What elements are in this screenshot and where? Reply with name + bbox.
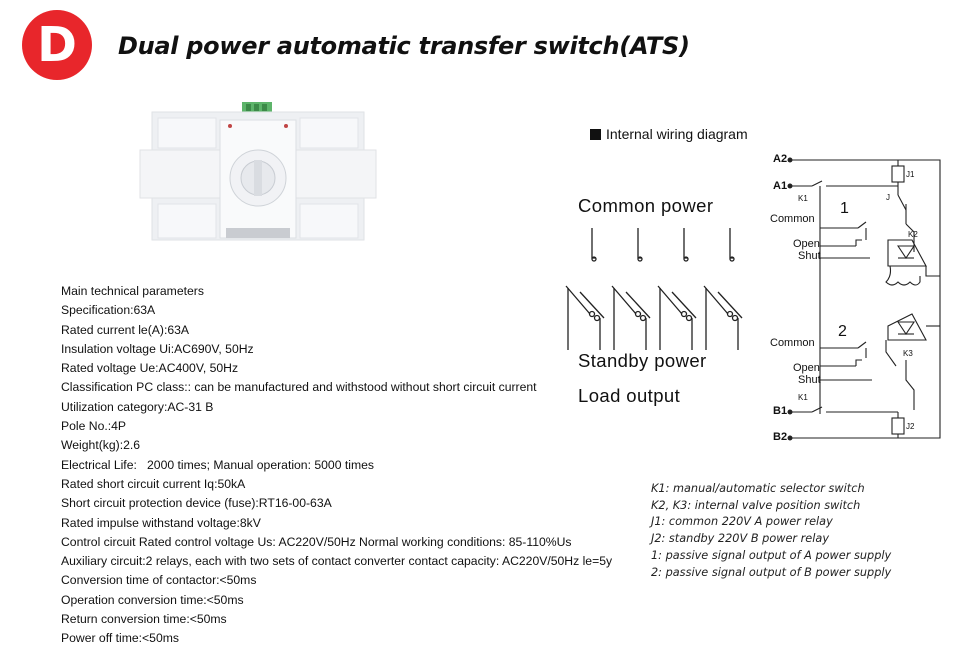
common-power-label: Common power bbox=[578, 195, 714, 216]
standby-power-label: Standby power bbox=[578, 350, 707, 371]
j-label: J bbox=[886, 193, 890, 202]
k2-label: K2 bbox=[908, 230, 918, 239]
k3-label: K3 bbox=[903, 349, 913, 358]
j1-label: J1 bbox=[906, 170, 915, 179]
shut-1-label: Shut bbox=[798, 250, 821, 262]
param-line: Rated current le(A):63A bbox=[61, 322, 190, 337]
params-heading: Main technical parameters bbox=[61, 284, 204, 298]
param-line: Operation conversion time:<50ms bbox=[61, 592, 244, 607]
common-1-label: Common bbox=[770, 213, 815, 225]
square-bullet-icon bbox=[590, 128, 601, 140]
param-line: Electrical Life: 2000 times; Manual oper… bbox=[61, 457, 374, 472]
section-badge: D bbox=[22, 10, 92, 80]
param-line: Specification:63A bbox=[61, 303, 156, 318]
page-title: Dual power automatic transfer switch(ATS… bbox=[118, 32, 690, 60]
param-line: Insulation voltage Ui:AC690V, 50Hz bbox=[61, 341, 254, 356]
legend-item: K2, K3: internal valve position switch bbox=[651, 498, 861, 512]
output-1-number: 1 bbox=[840, 200, 849, 217]
a2-terminal-label: A2 bbox=[773, 153, 788, 165]
load-output-label: Load output bbox=[578, 385, 681, 406]
shut-2-label: Shut bbox=[798, 374, 821, 386]
k1-top-label: K1 bbox=[798, 194, 808, 203]
param-line: Rated impulse withstand voltage:8kV bbox=[61, 515, 261, 530]
legend-item: K1: manual/automatic selector switch bbox=[651, 482, 865, 495]
param-line: Return conversion time:<50ms bbox=[61, 612, 227, 627]
param-line: Conversion time of contactor:<50ms bbox=[61, 573, 257, 588]
schematic-legend: K1: manual/automatic selector switch K2,… bbox=[651, 481, 891, 581]
param-line: Control circuit Rated control voltage Us… bbox=[61, 534, 572, 549]
legend-item: J1: common 220V A power relay bbox=[651, 515, 833, 529]
output-2-number: 2 bbox=[838, 323, 847, 340]
wiring-diagram-title: Internal wiring diagram bbox=[590, 126, 748, 142]
legend-item: J2: standby 220V B power relay bbox=[651, 532, 830, 546]
ats-product-image bbox=[139, 102, 377, 241]
b2-terminal-label: B2 bbox=[773, 431, 788, 443]
legend-item: 2: passive signal output of B power supp… bbox=[651, 565, 892, 579]
open-1-label: Open bbox=[793, 238, 820, 250]
param-line: Rated short circuit current Iq:50kA bbox=[61, 476, 246, 491]
param-line: Classification PC class:: can be manufac… bbox=[61, 380, 537, 395]
technical-parameters: Main technical parameters Specification:… bbox=[61, 282, 612, 649]
param-line: Power off time:<50ms bbox=[61, 631, 179, 646]
badge-letter: D bbox=[37, 17, 77, 73]
k1-bottom-label: K1 bbox=[798, 393, 808, 402]
b1-terminal-label: B1 bbox=[773, 405, 788, 417]
open-2-label: Open bbox=[793, 362, 820, 374]
legend-item: 1: passive signal output of A power supp… bbox=[651, 548, 892, 562]
j2-label: J2 bbox=[906, 422, 915, 431]
common-2-label: Common bbox=[770, 337, 815, 349]
param-line: Weight(kg):2.6 bbox=[61, 438, 141, 453]
param-line: Short circuit protection device (fuse):R… bbox=[61, 496, 332, 511]
wiring-title-text: Internal wiring diagram bbox=[606, 126, 748, 142]
param-line: Rated voltage Ue:AC400V, 50Hz bbox=[61, 361, 239, 376]
param-line: Pole No.:4P bbox=[61, 419, 127, 434]
a1-terminal-label: A1 bbox=[773, 180, 788, 192]
param-line: Utilization category:AC-31 B bbox=[61, 399, 214, 414]
param-line: Auxiliary circuit:2 relays, each with tw… bbox=[61, 554, 613, 569]
